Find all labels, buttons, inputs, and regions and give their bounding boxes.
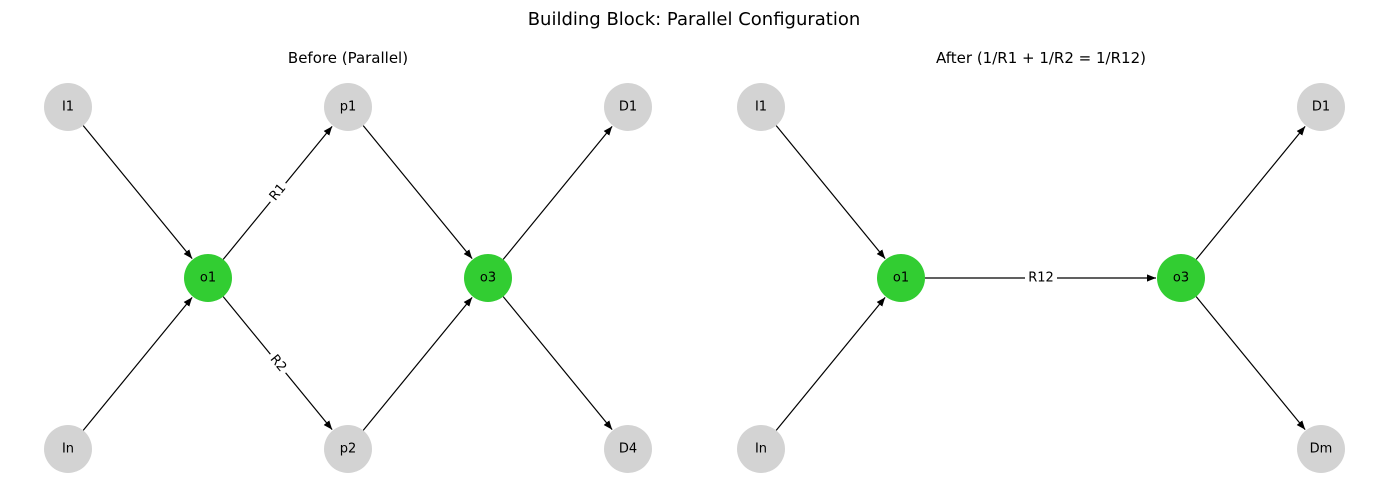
node-in: In [737, 425, 785, 473]
node-label: D1 [1312, 100, 1330, 115]
edge-p1-o3 [362, 125, 473, 260]
node-circle [464, 254, 512, 302]
edge-o3-D4 [502, 296, 613, 431]
node-o1: o1 [184, 254, 232, 302]
node-circle [44, 83, 92, 131]
node-label: In [62, 442, 74, 457]
node-circle [604, 425, 652, 473]
edge-label-r2: R2 [263, 348, 293, 379]
node-in: In [44, 425, 92, 473]
node-p1: p1 [324, 83, 372, 131]
edge-label-background [263, 177, 293, 208]
node-circle [737, 83, 785, 131]
node-o3: o3 [464, 254, 512, 302]
edge-label-background [263, 348, 293, 379]
node-circle [1297, 425, 1345, 473]
edge-label-text: R12 [1028, 271, 1054, 286]
node-label: p2 [340, 442, 357, 457]
node-i1: I1 [44, 83, 92, 131]
node-label: p1 [340, 100, 357, 115]
node-circle [324, 83, 372, 131]
edge-o3-Dm [1195, 296, 1306, 431]
node-label: I1 [62, 100, 74, 115]
node-circle [877, 254, 925, 302]
edge-label-r12: R12 [1025, 269, 1057, 287]
node-label: Dm [1310, 442, 1333, 457]
node-i1: I1 [737, 83, 785, 131]
node-circle [604, 83, 652, 131]
edge-In-o1 [82, 296, 193, 431]
node-circle [324, 425, 372, 473]
node-d1: D1 [604, 83, 652, 131]
node-label: In [755, 442, 767, 457]
edge-label-background [1025, 269, 1057, 287]
node-dm: Dm [1297, 425, 1345, 473]
edge-label-r1: R1 [263, 177, 293, 208]
main-title: Building Block: Parallel Configuration [528, 9, 861, 30]
diagram-title-before: Before (Parallel) [288, 49, 408, 67]
node-p2: p2 [324, 425, 372, 473]
node-d4: D4 [604, 425, 652, 473]
node-label: o3 [480, 271, 496, 286]
edge-In-o1 [775, 296, 886, 431]
edge-I1-o1 [82, 125, 193, 260]
edge-I1-o1 [775, 125, 886, 260]
node-circle [44, 425, 92, 473]
node-label: o1 [893, 271, 909, 286]
node-circle [1157, 254, 1205, 302]
diagram-title-after: After (1/R1 + 1/R2 = 1/R12) [936, 49, 1146, 67]
edge-p2-o3 [362, 296, 473, 431]
edges-group: R12 [775, 125, 1306, 431]
node-circle [737, 425, 785, 473]
edge-o3-D1 [1195, 125, 1306, 260]
edge-o3-D1 [502, 125, 613, 260]
node-circle [184, 254, 232, 302]
node-o3: o3 [1157, 254, 1205, 302]
node-label: o1 [200, 271, 216, 286]
node-o1: o1 [877, 254, 925, 302]
node-label: o3 [1173, 271, 1189, 286]
node-d1: D1 [1297, 83, 1345, 131]
node-circle [1297, 83, 1345, 131]
node-label: I1 [755, 100, 767, 115]
node-label: D1 [619, 100, 637, 115]
node-label: D4 [619, 442, 637, 457]
